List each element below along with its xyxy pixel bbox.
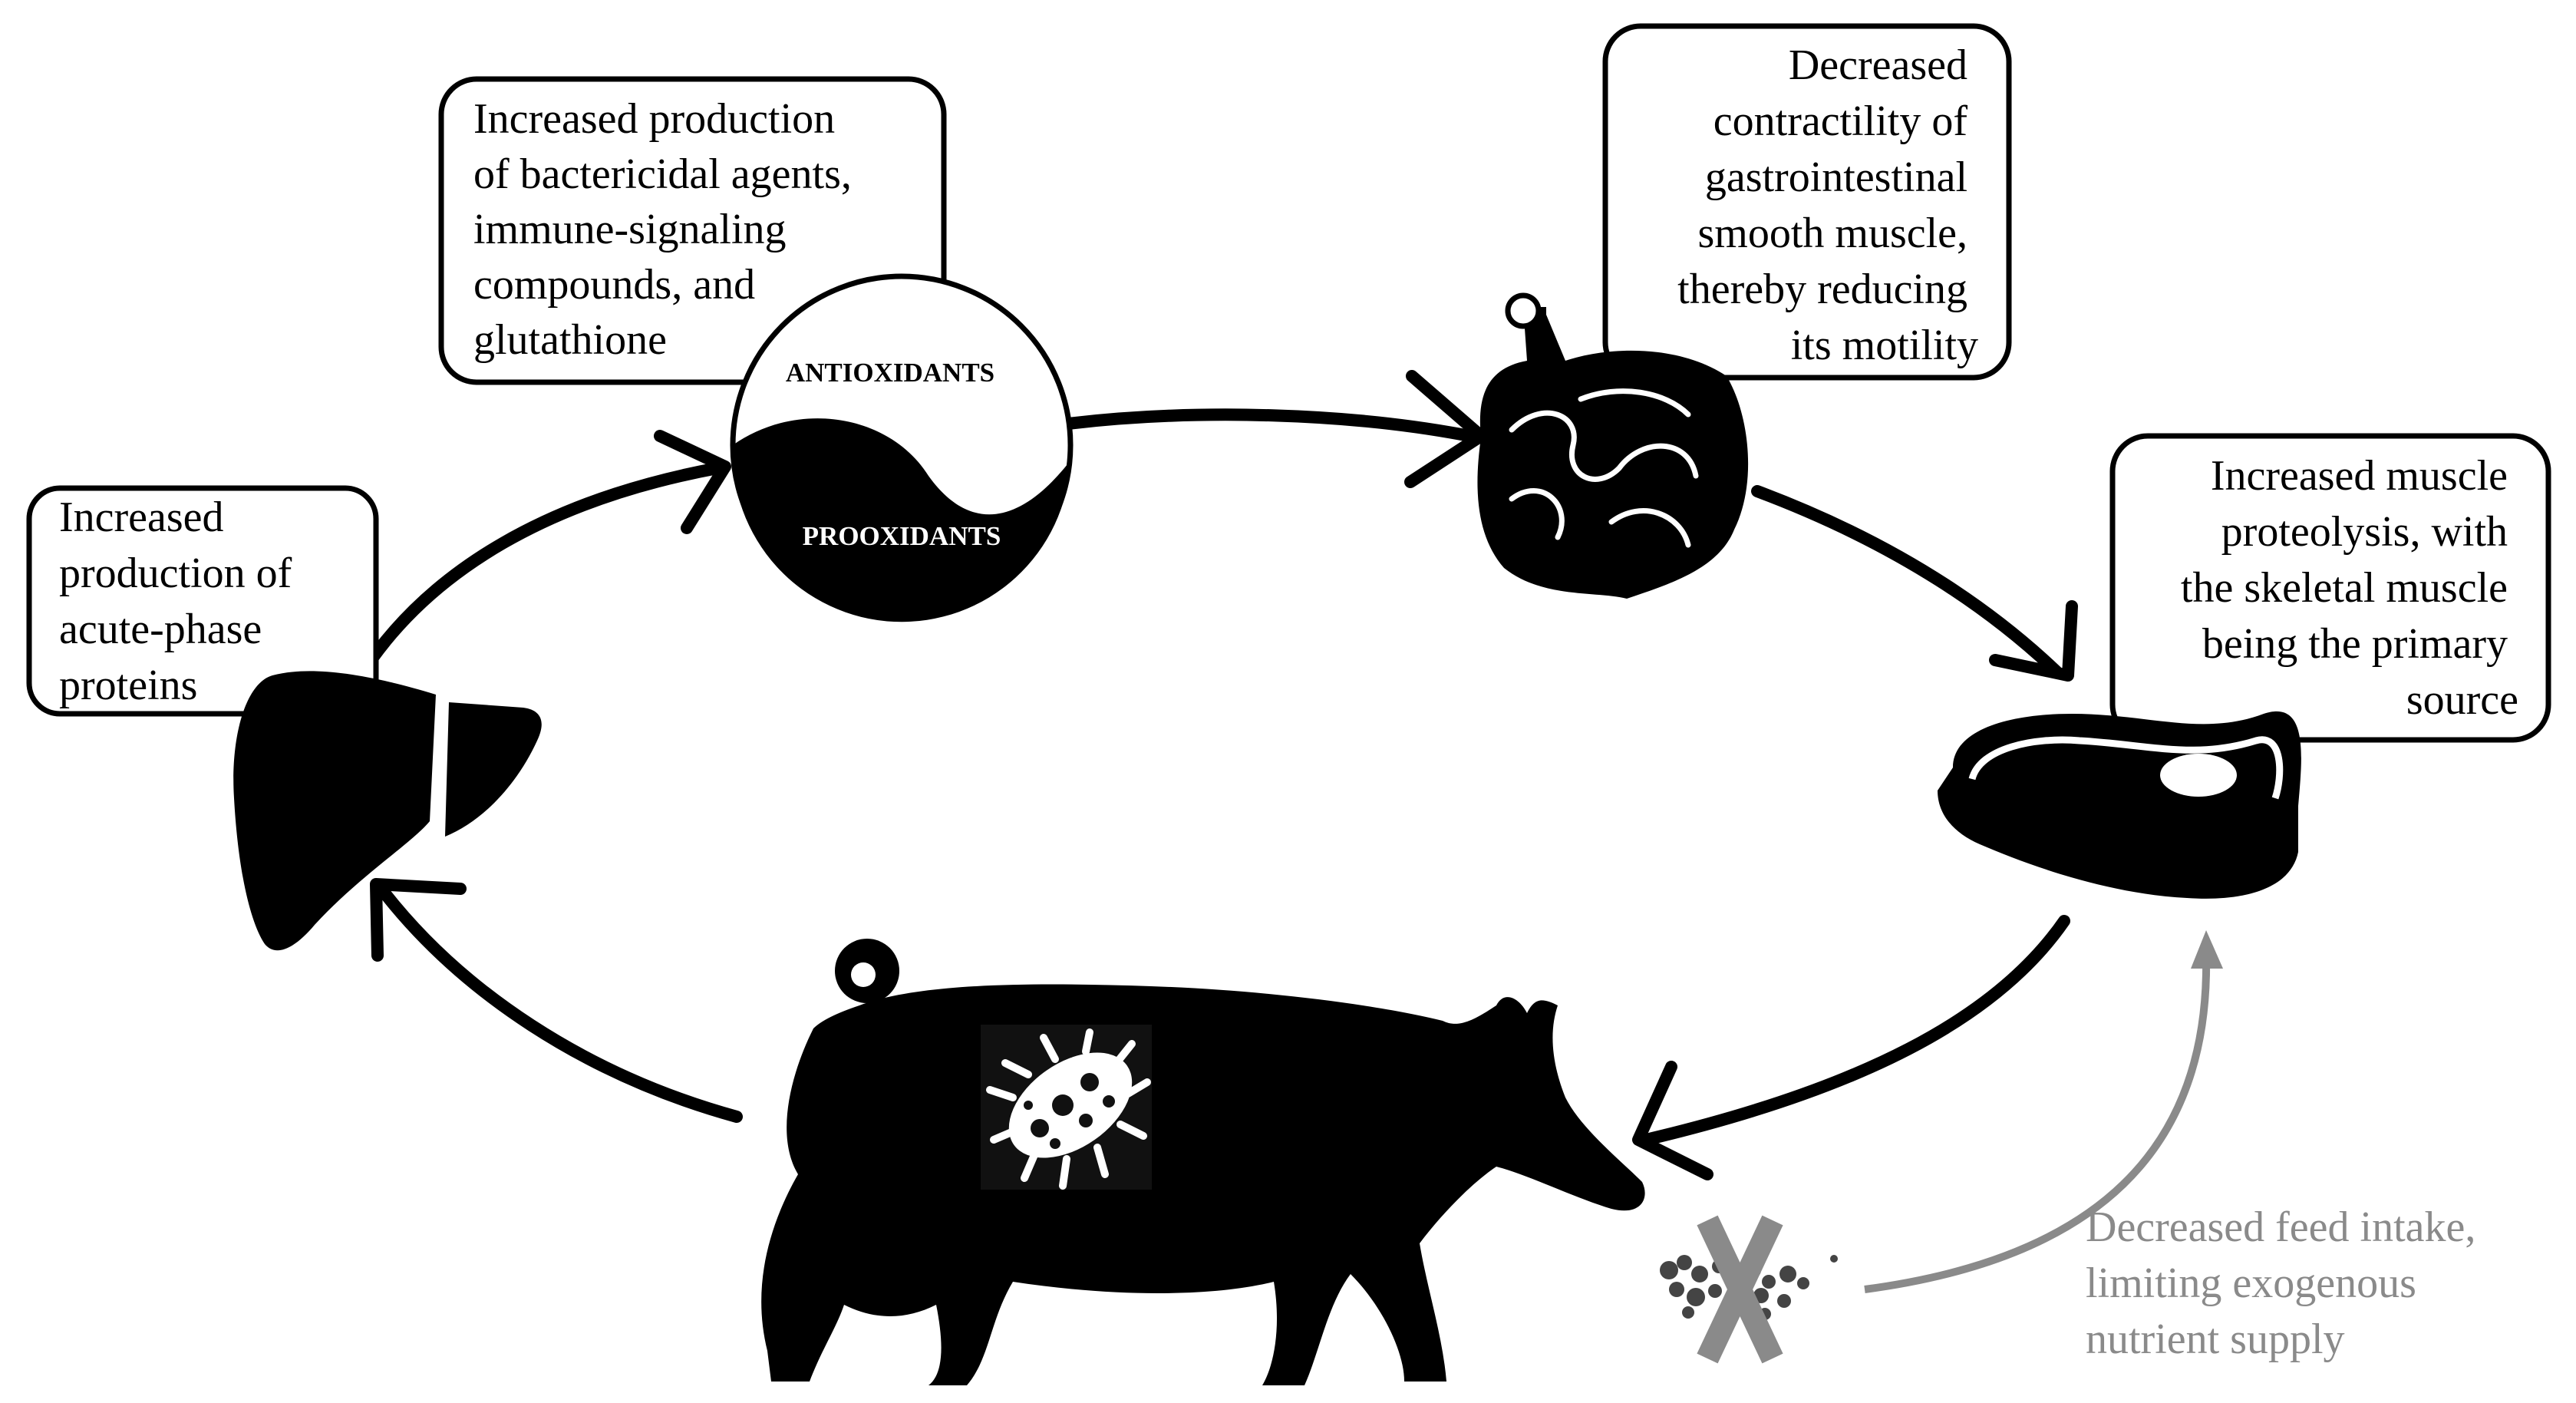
box-muscle [2109, 433, 2551, 743]
yin-yang-icon: ANTIOXIDANTS PROOXIDANTS [730, 273, 1074, 622]
yin-yang-top-label: ANTIOXIDANTS [786, 358, 994, 388]
pig-icon [761, 939, 1645, 1385]
bacteria-icon [981, 1025, 1152, 1190]
arrowhead-liver-to-antioxidants [654, 430, 731, 534]
arrow-liver-to-antioxidants [355, 462, 724, 682]
caption-intestine: Decreased contractility of gastrointesti… [1677, 41, 1978, 369]
arrow-antioxidants-to-intestine [1062, 408, 1476, 442]
box-liver [26, 485, 379, 717]
feed-crossed-icon [1660, 1215, 1838, 1364]
caption-muscle: Increased muscle proteolysis, with the s… [2181, 452, 2518, 724]
arrowhead-muscle-to-pig [1632, 1061, 1713, 1180]
box-intestine [1602, 23, 2012, 381]
caption-antioxidant: Increased production of bactericidal age… [473, 95, 863, 364]
arrow-pig-to-liver [378, 886, 743, 1123]
arrowhead-pig-to-liver [370, 878, 467, 962]
text-boxes [26, 23, 2551, 743]
arrowhead-feed-to-muscle [2191, 930, 2223, 969]
cycle-arrows [355, 370, 2078, 1180]
arrow-muscle-to-pig [1640, 915, 2070, 1146]
feed-arrow [1864, 930, 2223, 1293]
caption-liver: Increased production of acute-phase prot… [59, 494, 302, 709]
arrow-intestine-to-muscle [1751, 485, 2063, 678]
intestine-icon [1477, 292, 1749, 599]
arrowhead-intestine-to-muscle [1989, 600, 2078, 682]
steak-icon [1938, 711, 2301, 899]
arrow-feed-to-muscle [1864, 955, 2211, 1293]
caption-feed: Decreased feed intake, limiting exogenou… [2086, 1203, 2486, 1363]
yin-yang-bottom-label: PROOXIDANTS [803, 521, 1001, 551]
liver-icon [233, 671, 542, 951]
